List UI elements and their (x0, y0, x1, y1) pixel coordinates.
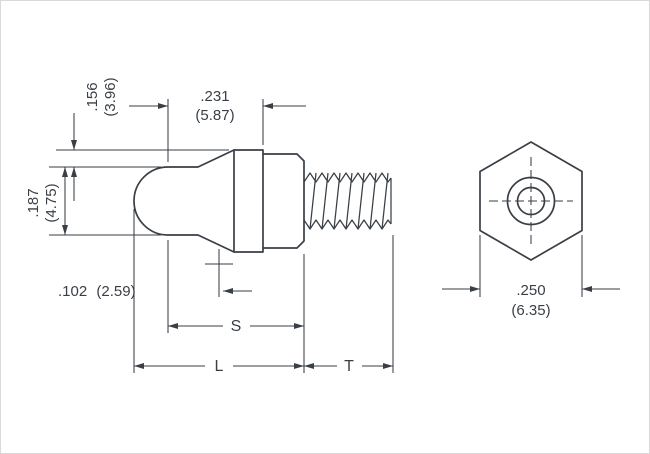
dim-231-mm-label: (5.87) (195, 107, 234, 124)
dim-l-label: L (215, 358, 224, 375)
hex-collar-outline (262, 153, 305, 249)
dimension-t: T (304, 358, 393, 375)
dimension-l: L (134, 358, 304, 375)
dimension-250: .250 (6.35) (442, 235, 620, 319)
ball-and-taper-profile (133, 149, 235, 253)
dim-250-inches-label: .250 (516, 282, 545, 299)
thread-top-edge (303, 172, 392, 183)
end-view: .250 (6.35) (442, 141, 620, 319)
dim-231-inches-label: .231 (200, 88, 229, 105)
thread-flank-lines (309, 172, 389, 230)
dimension-156: .156 (3.96) (71, 77, 119, 201)
side-view: .156 (3.96) .231 (5.87) .187 (4.75) .102… (25, 77, 394, 375)
dimension-102: .102 (2.59) (58, 283, 252, 300)
dimension-187: .187 (4.75) (25, 167, 68, 235)
thread-bottom-edge (303, 219, 392, 230)
centerlines (489, 157, 573, 245)
dim-156-mm-label: (3.96) (102, 77, 119, 116)
flange-outline (233, 149, 264, 253)
dim-187-mm-label: (4.75) (43, 183, 60, 222)
dim-250-mm-label: (6.35) (511, 302, 550, 319)
dim-102-inches-label: .102 (58, 283, 87, 300)
dimension-231: .231 (5.87) (129, 88, 306, 124)
hexagon-outline (479, 141, 583, 261)
dim-t-label: T (344, 358, 354, 375)
dim-102-label: .102 (2.59) (58, 283, 136, 300)
part-outline (133, 149, 305, 253)
dim-156-inches-label: .156 (84, 82, 101, 111)
extension-lines (49, 99, 394, 373)
dimension-s: S (168, 318, 304, 335)
thread-profile (303, 172, 392, 230)
dim-s-label: S (231, 318, 242, 335)
dim-187-inches-label: .187 (25, 188, 42, 217)
dim-102-mm-label: (2.59) (96, 283, 135, 300)
